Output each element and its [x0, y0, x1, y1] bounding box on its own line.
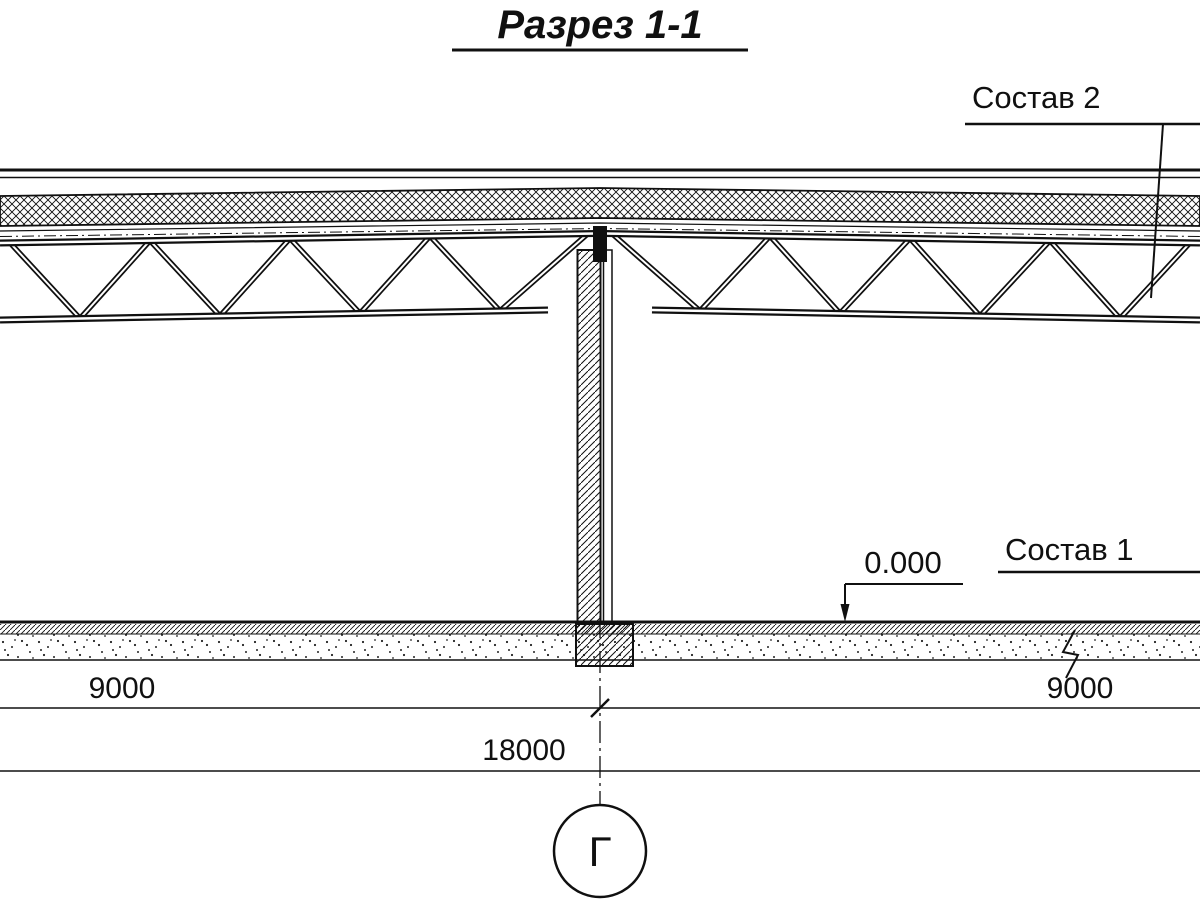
composition1-leader-zigzag — [1061, 629, 1080, 679]
composition2-label: Состав 2 — [972, 80, 1101, 115]
dimension-left-span: 9000 — [89, 672, 156, 705]
roof-top-edge — [0, 168, 1200, 179]
elevation-value: 0.000 — [864, 545, 942, 580]
composition2-leader-line — [1150, 123, 1164, 299]
composition1-callout: Состав 1 — [998, 532, 1200, 679]
central-column — [576, 226, 613, 623]
dimension-right-span: 9000 — [1047, 672, 1114, 705]
truss-bearing-plate — [593, 226, 607, 262]
elevation-arrow — [840, 604, 850, 622]
grid-axis: Г — [552, 616, 648, 899]
drawing-title: Разрез 1-1 — [497, 3, 702, 47]
column-foundation-block — [575, 623, 634, 667]
roof-deck-line — [0, 222, 1200, 232]
grid-axis-letter: Г — [589, 828, 612, 875]
right-truss — [603, 230, 1200, 324]
left-truss — [0, 230, 597, 324]
composition2-callout: Состав 2 — [965, 80, 1200, 299]
elevation-mark: 0.000 — [840, 545, 963, 622]
grid-axis-bubble — [552, 803, 648, 899]
composition1-label: Состав 1 — [1005, 532, 1134, 567]
dimension-total-span: 18000 — [482, 734, 565, 767]
roof-insulation-band — [0, 187, 1200, 227]
